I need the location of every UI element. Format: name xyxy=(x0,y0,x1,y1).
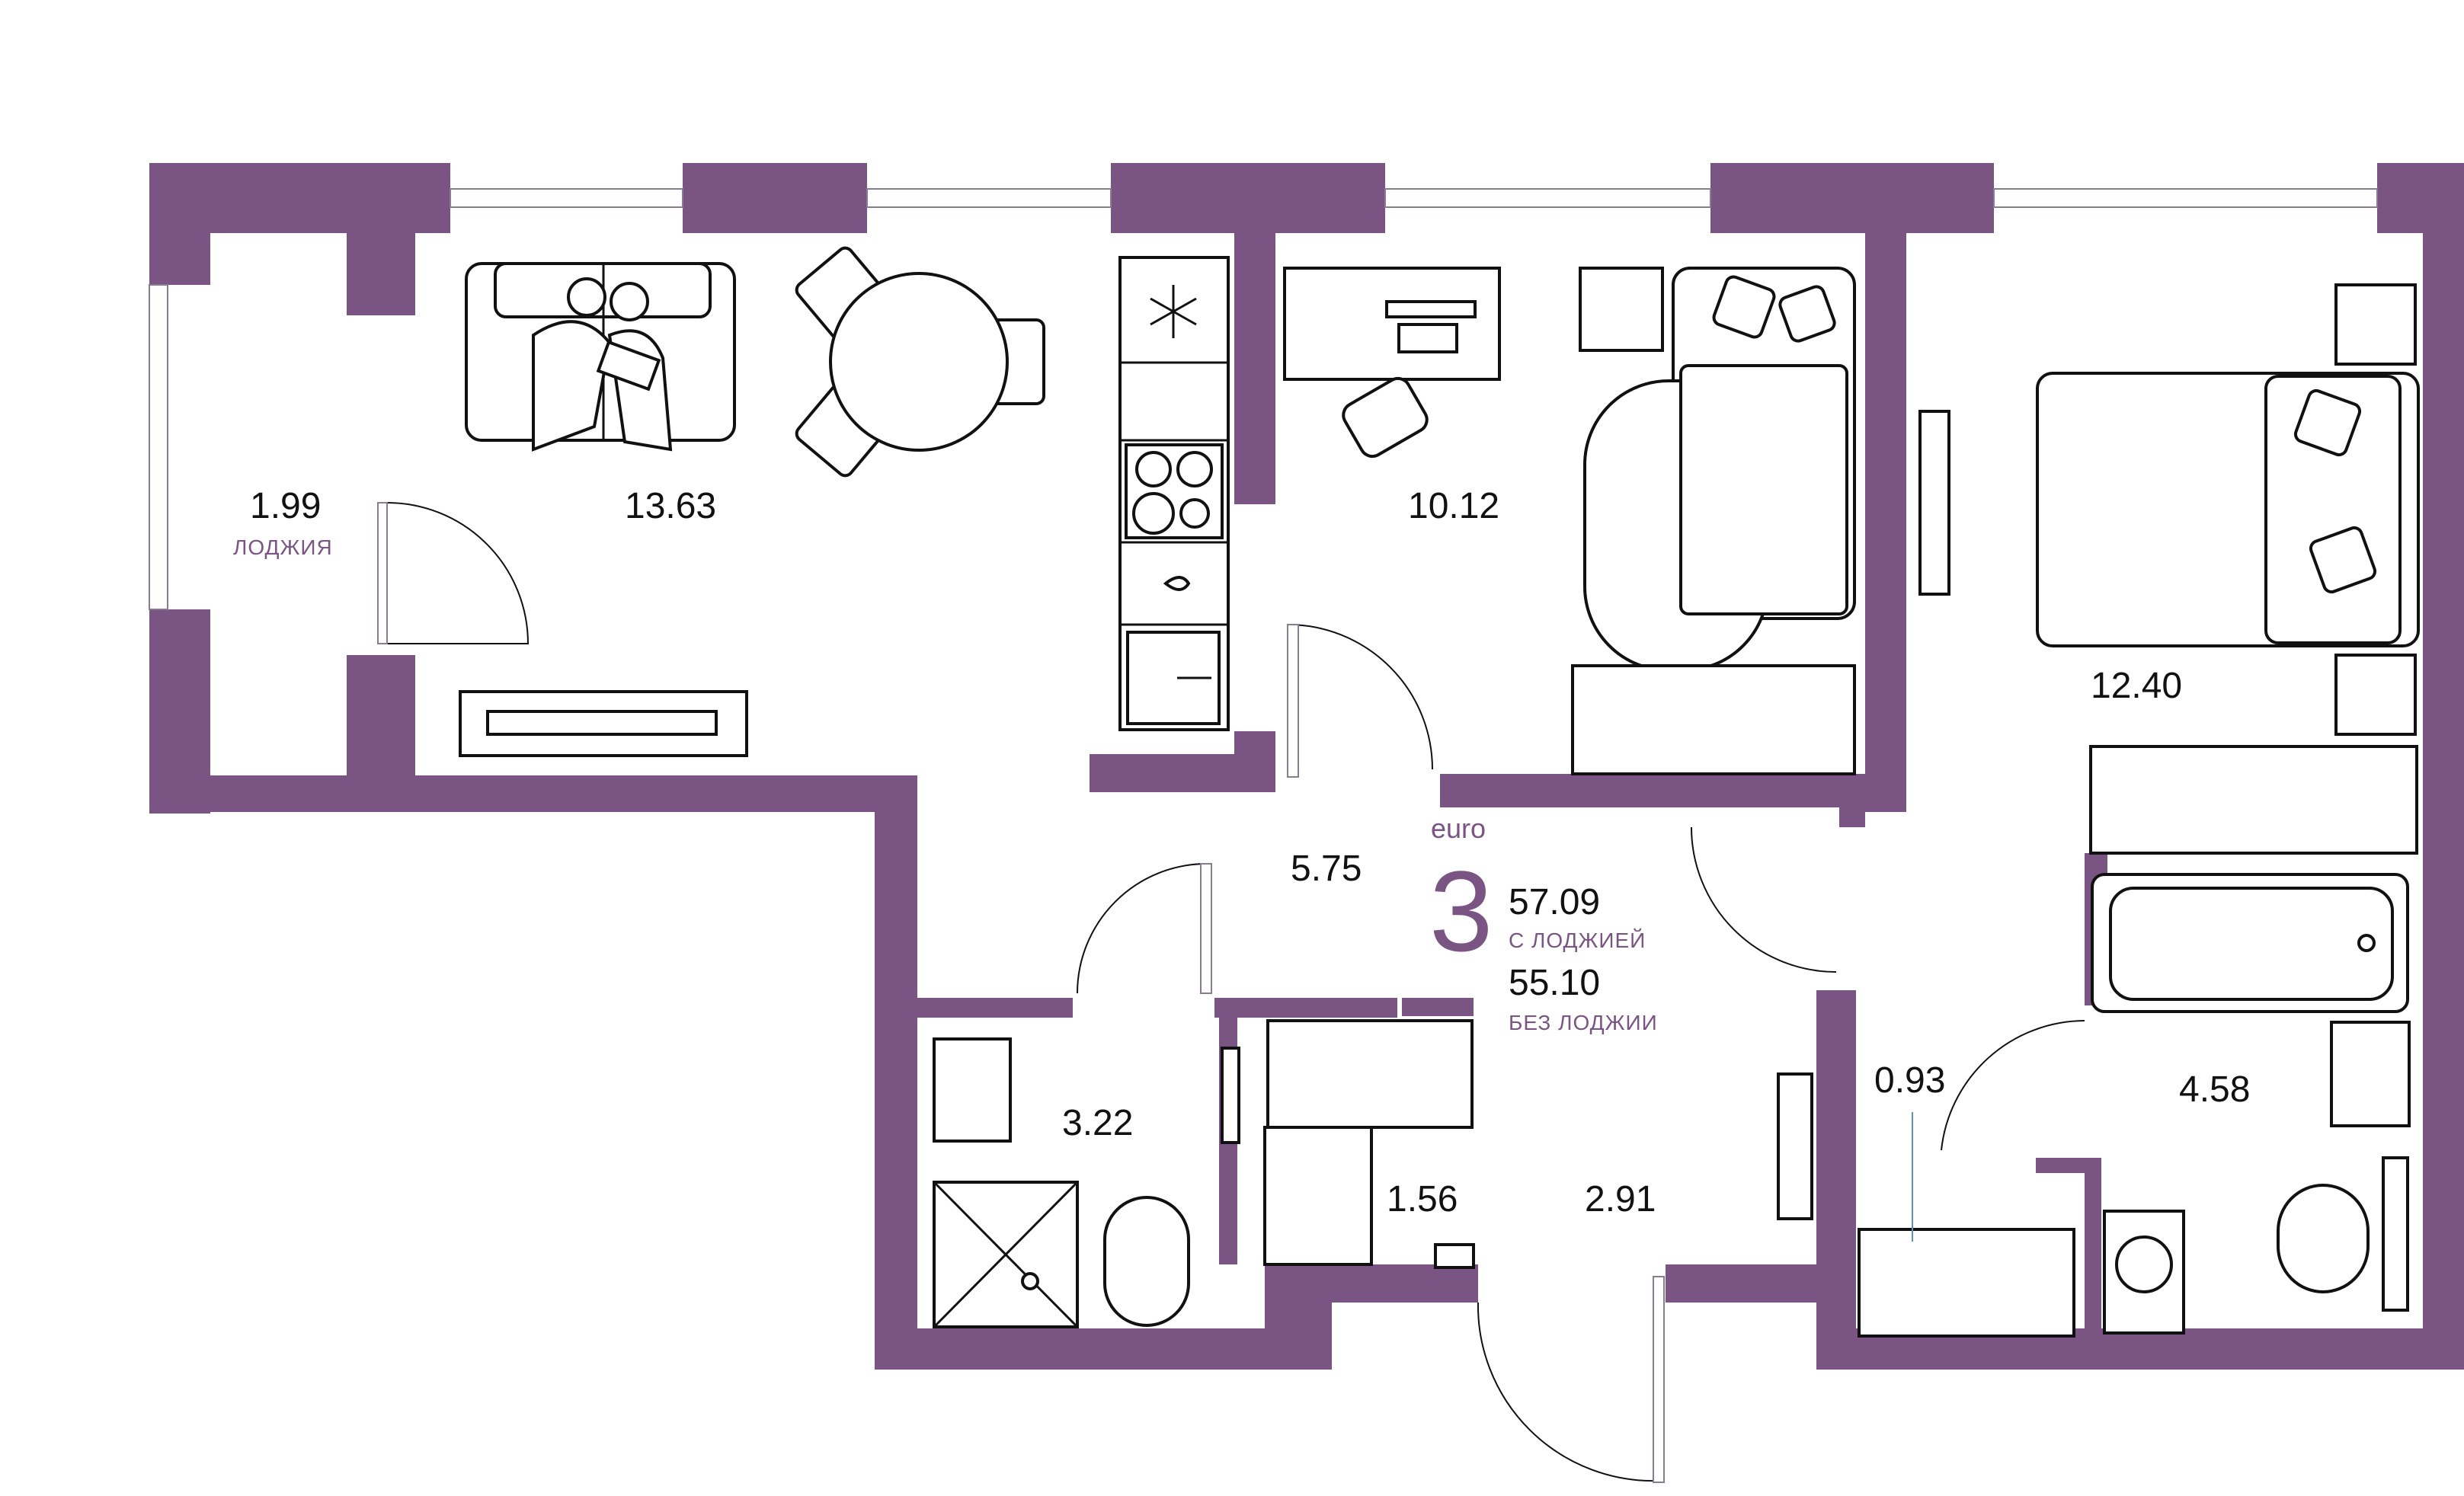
people-icon xyxy=(532,277,673,452)
summary-area-without-loggia: 55.10 xyxy=(1509,963,1600,1003)
dining-table-icon xyxy=(795,246,1045,478)
nightstand-icon xyxy=(1579,267,1664,352)
tv-icon xyxy=(459,690,748,757)
area-hall-lower: 2.91 xyxy=(1585,1179,1656,1219)
summary-rooms: 3 xyxy=(1429,847,1493,975)
toilet-icon xyxy=(2277,1156,2409,1312)
bed-double-icon xyxy=(2036,283,2420,736)
toilet-left-icon xyxy=(1103,1047,1240,1327)
area-closet: 1.56 xyxy=(1387,1179,1458,1219)
shower-icon xyxy=(933,1181,1079,1328)
area-bedroom-right: 12.40 xyxy=(2091,666,2182,706)
doors xyxy=(377,502,2085,1483)
area-hall-upper: 5.75 xyxy=(1291,849,1362,889)
shelving-icon xyxy=(1263,664,2418,1338)
summary-type-prefix: euro xyxy=(1431,813,1486,844)
stove-icon xyxy=(1125,443,1224,539)
shoe-rack-icon xyxy=(1434,1243,1475,1269)
label-loggia: ЛОДЖИЯ xyxy=(233,535,333,559)
area-bathroom-right: 4.58 xyxy=(2179,1069,2250,1110)
area-living-kitchen: 13.63 xyxy=(625,486,716,526)
bed-icon xyxy=(1583,267,1856,672)
area-wardrobe: 0.93 xyxy=(1874,1060,1945,1101)
walls xyxy=(149,163,2464,1370)
bathtub-icon xyxy=(2091,873,2409,1013)
sink-icon xyxy=(1163,576,1191,591)
washer-icon xyxy=(2103,1210,2185,1335)
summary-label-without-loggia: БЕЗ ЛОДЖИИ xyxy=(1509,1011,1658,1034)
area-bedroom-middle: 10.12 xyxy=(1408,486,1499,526)
sink-right-icon xyxy=(2330,1021,2411,1127)
windows xyxy=(149,188,2378,610)
summary-label-with-loggia: С ЛОДЖИЕЙ xyxy=(1509,929,1646,952)
area-loggia: 1.99 xyxy=(250,486,321,526)
dishwasher-icon xyxy=(1126,631,1221,725)
summary-area-with-loggia: 57.09 xyxy=(1509,882,1600,922)
area-bathroom-left: 3.22 xyxy=(1062,1103,1133,1143)
sink-left-icon xyxy=(933,1037,1012,1143)
tv-wall-icon xyxy=(1918,410,1950,596)
desk-icon xyxy=(1283,267,1501,459)
snowflake-icon xyxy=(1150,285,1197,338)
